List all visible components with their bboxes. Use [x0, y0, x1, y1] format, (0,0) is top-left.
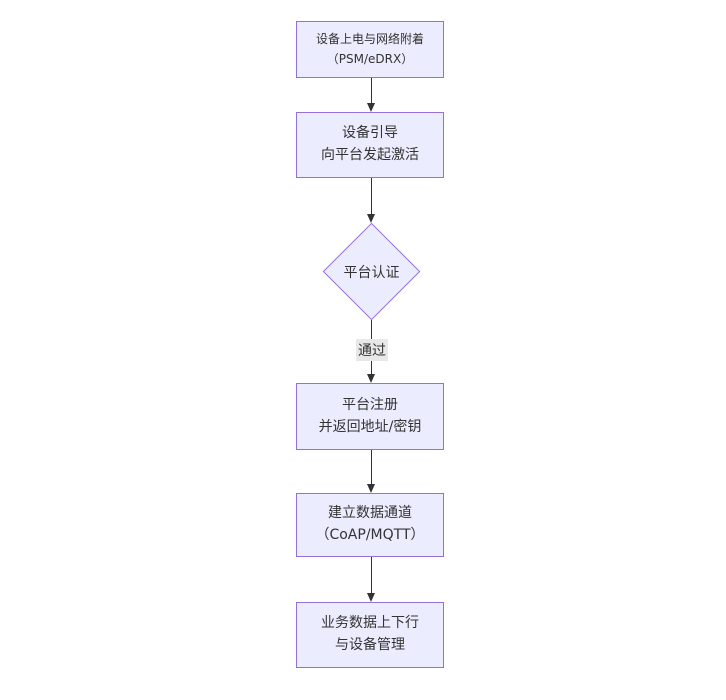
node-bootstrap: 设备引导 向平台发起激活	[296, 112, 444, 178]
node-power-attach: 设备上电与网络附着 （PSM/eDRX）	[296, 21, 444, 78]
arrowhead-icon	[367, 593, 375, 602]
edge-line-2	[371, 178, 372, 216]
edge-label-pass: 通过	[356, 339, 388, 361]
edge-line-5	[371, 557, 372, 595]
node-platform-register: 平台注册 并返回地址/密钥	[296, 383, 444, 450]
node-data-channel: 建立数据通道 （CoAP/MQTT）	[296, 493, 444, 557]
arrowhead-icon	[367, 484, 375, 493]
arrowhead-icon	[367, 103, 375, 112]
edge-line-1	[371, 78, 372, 105]
arrowhead-icon	[367, 374, 375, 383]
decision-platform-auth-label: 平台认证	[343, 264, 400, 281]
node-business-data: 业务数据上下行 与设备管理	[296, 602, 444, 668]
edge-line-4	[371, 450, 372, 486]
arrowhead-icon	[367, 214, 375, 223]
